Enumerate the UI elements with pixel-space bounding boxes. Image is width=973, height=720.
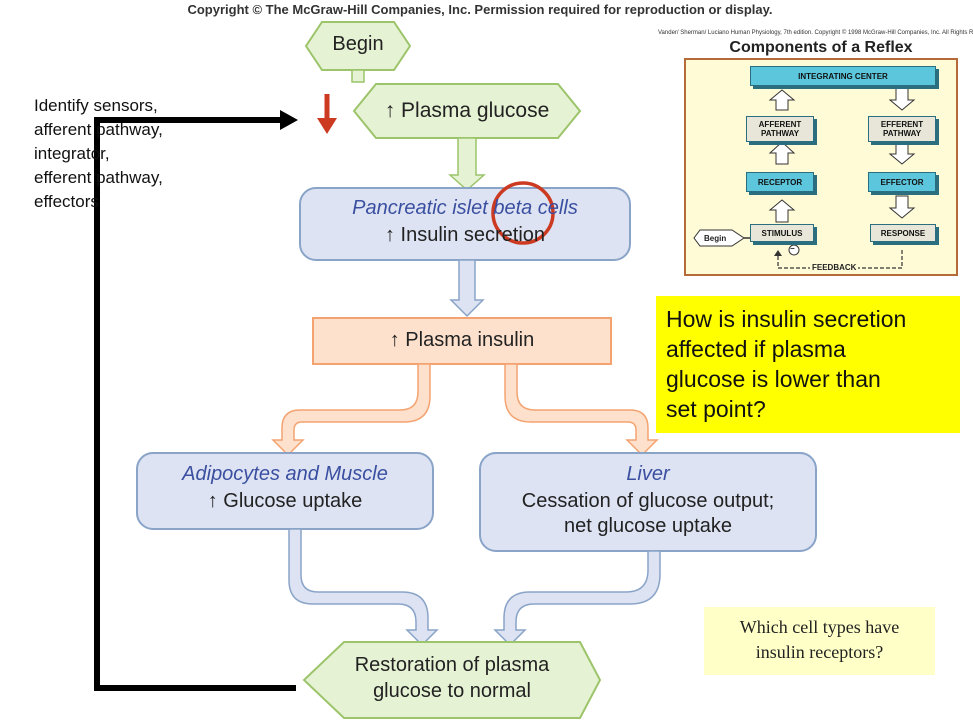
receptor-question-line: insulin receptors? xyxy=(755,642,884,662)
inset-credit: Vander/ Sherman/ Luciano Human Physiolog… xyxy=(658,30,973,36)
reflex-inset: INTEGRATING CENTER AFFERENT PATHWAY EFFE… xyxy=(684,58,958,276)
restore-line-2: glucose to normal xyxy=(373,680,531,702)
inset-stimulus: STIMULUS xyxy=(750,224,814,242)
adipocytes-title: Adipocytes and Muscle xyxy=(182,463,388,485)
inset-efferent-label-2: PATHWAY xyxy=(882,129,922,138)
receptor-question-line: Which cell types have xyxy=(739,617,900,637)
insulin-question-line: set point? xyxy=(666,396,766,422)
begin-node-shape xyxy=(304,21,412,71)
inset-efferent-label-1: EFFERENT xyxy=(880,120,924,129)
red-circle-annotation xyxy=(491,181,555,245)
arrow-glucose-to-beta xyxy=(448,137,486,192)
inset-feedback: FEEDBACK xyxy=(810,263,859,272)
liver-line-1: Cessation of glucose output; xyxy=(521,490,775,512)
plasma-insulin-node-shape xyxy=(312,317,612,365)
inset-minus: − xyxy=(790,244,795,253)
left-note-line: Identify sensors, xyxy=(34,96,158,115)
left-note-line: effectors xyxy=(34,192,99,211)
inset-title: Components of a Reflex xyxy=(729,39,913,56)
arrow-liver-to-restore xyxy=(493,550,661,647)
inset-afferent-label-2: PATHWAY xyxy=(760,129,800,138)
feedback-loop-line xyxy=(94,117,296,691)
insulin-question-line: How is insulin secretion xyxy=(666,306,907,332)
beta-cells-text: ↑ Insulin secretion xyxy=(384,224,546,246)
inset-afferent-pathway: AFFERENT PATHWAY xyxy=(746,116,814,142)
arrow-beta-to-insulin xyxy=(449,259,485,318)
copyright-notice: Copyright © The McGraw-Hill Companies, I… xyxy=(187,2,773,17)
red-down-arrow xyxy=(317,118,337,134)
adipocytes-text: ↑ Glucose uptake xyxy=(207,490,363,512)
restore-line-1: Restoration of plasma xyxy=(354,654,550,676)
inset-efferent-pathway: EFFERENT PATHWAY xyxy=(868,116,936,142)
inset-effector: EFFECTOR xyxy=(868,172,936,192)
restore-node-shape xyxy=(302,641,602,719)
insulin-question-line: glucose is lower than xyxy=(666,366,881,392)
arrow-insulin-to-liver xyxy=(504,363,659,457)
left-note: Identify sensors, afferent pathway, inte… xyxy=(34,94,163,214)
insulin-question-box: How is insulin secretion affected if pla… xyxy=(656,296,960,433)
inset-afferent-label-1: AFFERENT xyxy=(758,120,802,129)
inset-integrating-center: INTEGRATING CENTER xyxy=(750,66,936,86)
inset-response: RESPONSE xyxy=(870,224,936,242)
arrow-adipocytes-to-restore xyxy=(288,528,439,647)
feedback-loop-arrowhead xyxy=(280,110,298,130)
left-note-line: integrator, xyxy=(34,144,110,163)
plasma-glucose-node-shape xyxy=(352,83,582,139)
adipocytes-node-shape xyxy=(136,452,434,530)
beta-cells-title: Pancreatic islet beta cells xyxy=(352,197,578,219)
left-note-line: afferent pathway, xyxy=(34,120,163,139)
receptor-question-box: Which cell types have insulin receptors? xyxy=(704,607,935,675)
reflex-inset-arrows xyxy=(693,87,916,269)
inset-begin: Begin xyxy=(704,234,727,243)
left-note-line: efferent pathway, xyxy=(34,168,163,187)
liver-line-2: net glucose uptake xyxy=(564,515,732,537)
inset-receptor: RECEPTOR xyxy=(746,172,814,192)
begin-node: Begin xyxy=(332,33,384,55)
plasma-glucose-node: ↑ Plasma glucose xyxy=(384,99,550,122)
arrow-insulin-to-adipocytes xyxy=(271,363,431,457)
insulin-question-line: affected if plasma xyxy=(666,336,846,362)
plasma-insulin-node: ↑ Plasma insulin xyxy=(389,329,535,351)
liver-title: Liver xyxy=(626,463,670,485)
